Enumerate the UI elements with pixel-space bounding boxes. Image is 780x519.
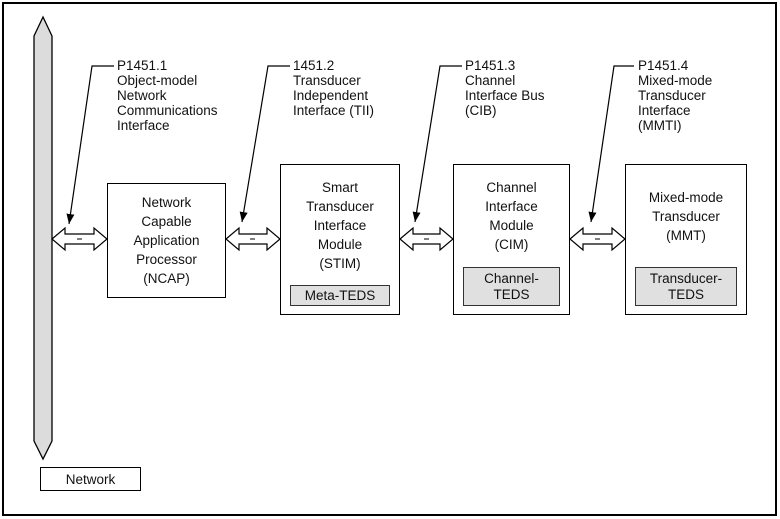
block-ncap: Network Capable Application Processor (N… [107, 183, 226, 298]
label-line: Object-model [117, 73, 198, 88]
block-stim: Smart Transducer Interface Module (STIM)… [280, 164, 400, 315]
label-line: Communications [117, 103, 218, 118]
block-line: Channel [486, 180, 537, 195]
label-line: Independent [293, 88, 369, 103]
label-line: Interface (TII) [293, 103, 375, 118]
block-line: Network [141, 195, 192, 210]
block-cim-text: Channel Interface Module (CIM) [454, 165, 569, 267]
label-line: Network [117, 88, 167, 103]
callout-arrow-p1451-4 [588, 65, 634, 223]
network-bus-bar [33, 15, 53, 461]
block-line: (MMT) [666, 227, 706, 243]
label-line: Transducer [293, 73, 361, 88]
label-line: (CIB) [465, 103, 497, 118]
teds-line: TEDS [667, 286, 704, 302]
network-label-box: Network [40, 467, 141, 491]
callout-arrow-p1451-3 [412, 65, 462, 223]
block-mmt-text: Mixed-mode Transducer (MMT) [626, 165, 746, 267]
block-line: Mixed-mode [648, 189, 724, 205]
callout-arrow-1451-2 [239, 65, 290, 223]
label-line: Interface Bus [465, 88, 545, 103]
label-line: P1451.3 [465, 58, 516, 73]
block-line: Application [133, 233, 200, 248]
network-label: Network [65, 471, 116, 487]
label-line: (MMTI) [638, 118, 682, 133]
block-line: Interface [313, 217, 367, 233]
callout-arrow-p1451-1 [66, 65, 114, 225]
block-line: Module [489, 218, 534, 233]
interface-label-p1451-4: P1451.4 Mixed-mode Transducer Interface … [638, 58, 712, 133]
block-line: Transducer [306, 198, 374, 214]
block-line: Interface [485, 199, 538, 214]
interface-label-p1451-1: P1451.1 Object-model Network Communicati… [117, 58, 218, 133]
interface-label-1451-2: 1451.2 Transducer Independent Interface … [293, 58, 374, 118]
teds-line: TEDS [493, 286, 530, 302]
block-line: (CIM) [494, 237, 529, 252]
label-line: P1451.4 [638, 58, 689, 73]
label-line: Interface [638, 103, 691, 118]
block-line: (STIM) [319, 255, 361, 271]
label-line: P1451.1 [117, 58, 168, 73]
label-line: Channel [465, 73, 516, 88]
interface-label-p1451-3: P1451.3 Channel Interface Bus (CIB) [465, 58, 545, 118]
transducer-teds-box: Transducer- TEDS [635, 267, 737, 306]
block-line: Capable [141, 214, 192, 229]
block-line: Module [317, 236, 363, 252]
block-line: (NCAP) [143, 271, 190, 286]
teds-line: Channel- [484, 270, 539, 286]
label-line: Mixed-mode [638, 73, 713, 88]
block-line: Processor [136, 252, 197, 267]
label-line: Interface [117, 118, 170, 133]
block-line: Transducer [652, 208, 720, 224]
block-cim: Channel Interface Module (CIM) Channel- … [453, 164, 570, 315]
teds-line: Transducer- [649, 270, 723, 286]
block-mmt: Mixed-mode Transducer (MMT) Transducer- … [625, 164, 747, 315]
label-line: 1451.2 [293, 58, 335, 73]
block-stim-text: Smart Transducer Interface Module (STIM) [281, 165, 399, 285]
teds-line: Meta-TEDS [304, 287, 376, 303]
block-line: Smart [321, 179, 358, 195]
label-line: Transducer [638, 88, 706, 103]
block-ncap-text: Network Capable Application Processor (N… [108, 184, 225, 297]
meta-teds-box: Meta-TEDS [290, 285, 390, 306]
channel-teds-box: Channel- TEDS [463, 267, 560, 306]
